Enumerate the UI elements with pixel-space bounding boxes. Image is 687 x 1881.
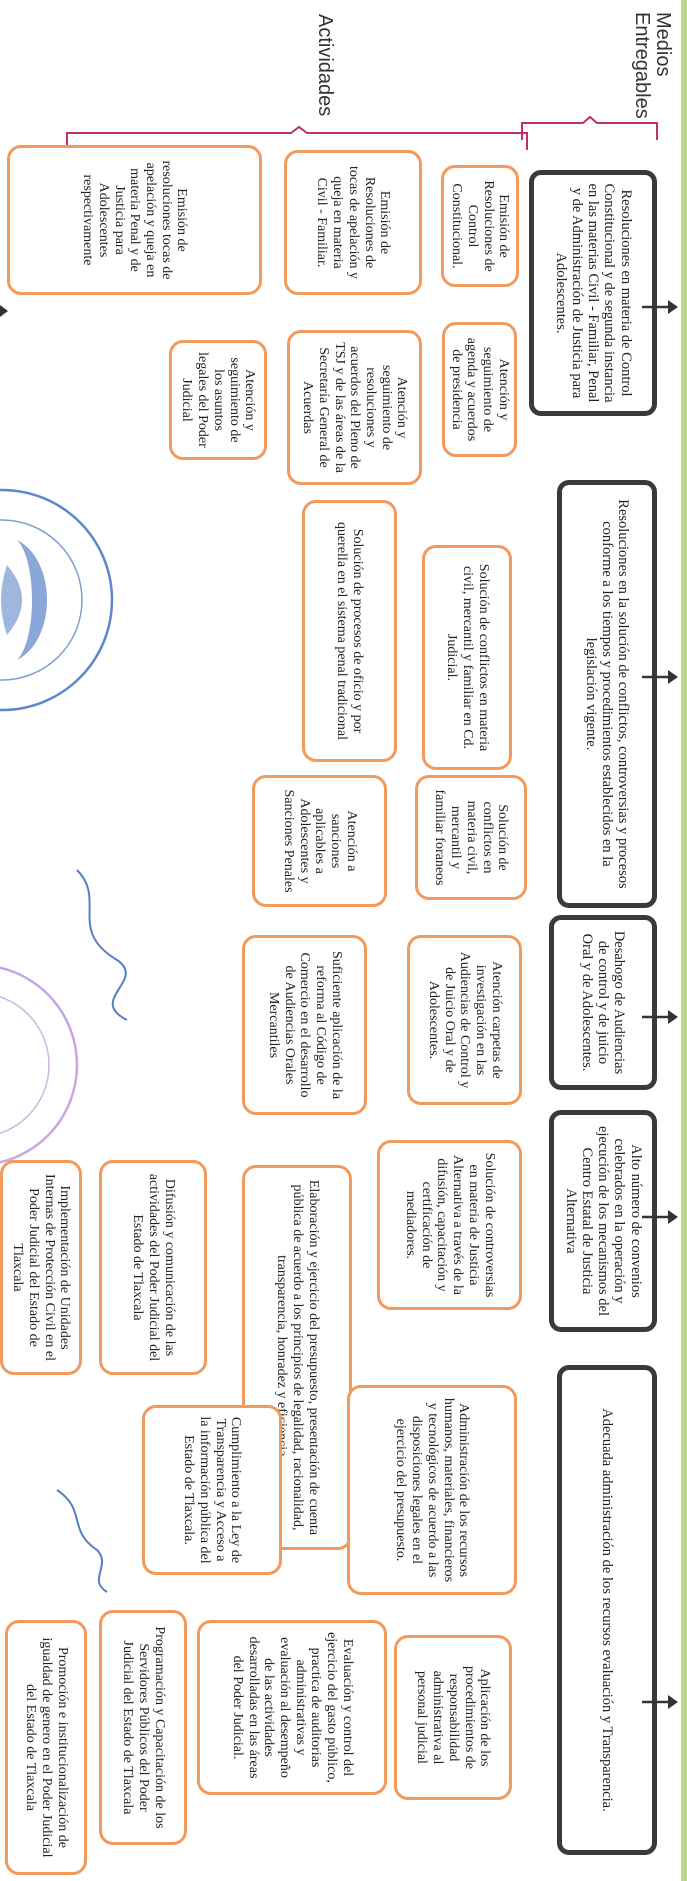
signature-mark-2: [56, 1489, 108, 1593]
actividad-transparencia: Cumplimiento a la Ley de Transparencia y…: [142, 1405, 282, 1575]
entregable-2: Resoluciones en la solución de conflicto…: [557, 480, 657, 908]
arrow-1: [0, 305, 8, 317]
entregable-3: Desahogo de Audiencias de control y de j…: [549, 915, 657, 1090]
signature-mark: [76, 869, 128, 1021]
actividad-capacitacion-servidores: Programación y Capacitación de los Servi…: [99, 1610, 187, 1845]
arrow-entregable-5: [642, 1695, 678, 1709]
entregable-1: Resoluciones en materia de Control Const…: [529, 170, 657, 416]
actividad-conflictos-cd-judicial: Solución de conflictos en materia civil,…: [422, 545, 512, 770]
bracket-entregables: [521, 115, 658, 140]
actividad-administracion-recursos: Administración de los recursos humanos, …: [347, 1385, 517, 1595]
header-medios: Medios: [652, 12, 674, 77]
actividad-control-constitucional: Emisión de Resoluciones de Control Const…: [441, 165, 519, 287]
actividad-responsabilidad-administrativa: Aplicación de los procedimientos de resp…: [394, 1635, 512, 1800]
actividad-civil-familiar: Emisión de Resoluciones de tocas de apel…: [284, 150, 422, 295]
seal-stamp-blue: [0, 488, 114, 712]
green-edge-line: [681, 0, 687, 1881]
actividad-evaluacion-gasto: Evaluación y control del ejercicio del g…: [197, 1620, 387, 1795]
actividad-proteccion-civil: Implementación de Unidades Internas de P…: [0, 1160, 82, 1375]
bracket-actividades: [66, 125, 528, 150]
actividad-pleno-tsj: Atención y seguimiento de resoluciones y…: [287, 330, 422, 485]
actividad-sistema-penal-tradicional: Solución de procesos de oficio y por que…: [302, 500, 397, 762]
actividad-agenda-presidencia: Atención y seguimiento de agenda y acuer…: [442, 322, 517, 457]
actividad-justicia-alternativa: Solución de controversias en materia de …: [377, 1140, 522, 1310]
actividad-penal-adolescentes: Emisión de resoluciones tocas de apelaci…: [7, 145, 262, 295]
seal-stamp-purple: [0, 963, 79, 1167]
arrow-entregable-3: [642, 1010, 678, 1024]
actividad-sanciones-adolescentes: Atención a sanciones aplicables a Adoles…: [252, 775, 387, 907]
arrow-entregable-2: [642, 670, 678, 684]
arrow-entregable-4: [642, 1210, 678, 1224]
entregable-5: Adecuada administración de los recursos …: [557, 1365, 657, 1855]
header-entregables: Entregables: [631, 12, 653, 119]
header-actividades: Actividades: [314, 14, 336, 117]
arrow-entregable-1: [642, 300, 678, 314]
header-medios-entregables: Medios Entregables: [631, 12, 674, 119]
actividad-asuntos-legales: Atención y seguimiento de los asuntos le…: [169, 340, 267, 460]
actividad-conflictos-foraneos: Solución de conflictos en materia civil,…: [415, 775, 527, 900]
actividad-difusion-comunicacion: Difusión y comunicación de las actividad…: [99, 1160, 207, 1375]
actividad-igualdad-genero: Promoción e institucionalización de igua…: [5, 1620, 87, 1875]
actividad-carpetas-investigacion: Atención carpetas de investigación en la…: [407, 935, 522, 1105]
actividad-codigo-comercio: Suficiente aplicación de la reforma al C…: [242, 935, 367, 1115]
